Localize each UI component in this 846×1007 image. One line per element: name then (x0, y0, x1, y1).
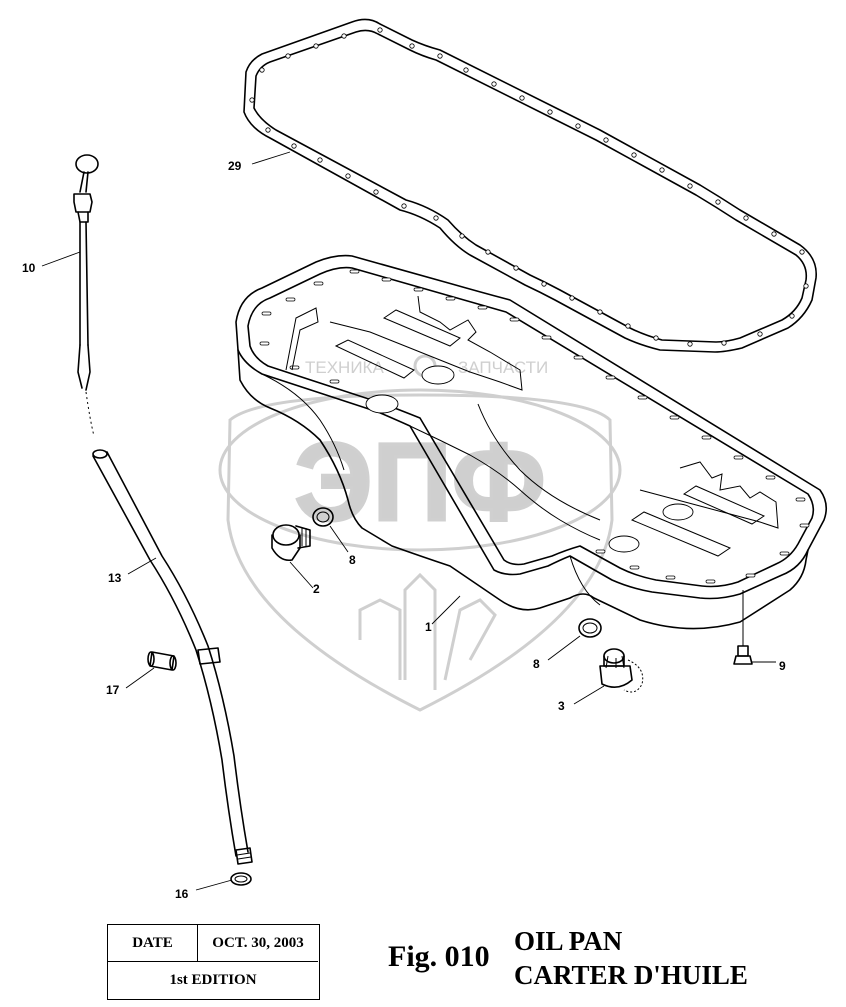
watermark-logo: ЭПФ (294, 421, 545, 544)
callout-8-lower: 8 (533, 657, 540, 671)
callout-29: 29 (228, 159, 242, 173)
watermark-text-left: ТЕХНИКА (305, 358, 384, 377)
callout-2: 2 (313, 582, 320, 596)
part-29-gasket (243, 18, 817, 353)
part-17-sleeve (147, 651, 177, 671)
date-label: DATE (108, 925, 198, 962)
callout-10: 10 (22, 261, 36, 275)
watermark-wheat-left (358, 598, 402, 680)
part-8-o-ring-upper (312, 507, 334, 527)
edition-label: 1st EDITION (169, 972, 257, 988)
watermark-wheat-center (403, 572, 437, 690)
watermark-wheat-right (443, 598, 497, 681)
watermark: ТЕХНИКА ЗАПЧАСТИ ЭПФ (218, 354, 622, 712)
part-2-drain-plug (271, 524, 311, 562)
part-8-o-ring-lower (578, 618, 602, 638)
part-3-drain-plug (599, 648, 644, 693)
part-10-dipstick (73, 154, 99, 437)
date-edition-box: DATE OCT. 30, 2003 1st EDITION (107, 924, 320, 1000)
callout-3: 3 (558, 699, 565, 713)
part-8-o-ring-upper-inner (316, 511, 330, 523)
part-13-dipstick-tube (92, 449, 253, 865)
title-french: CARTER D'HUILE (514, 960, 748, 990)
part-8-o-ring-lower-inner (582, 622, 598, 634)
date-value: OCT. 30, 2003 (198, 925, 318, 962)
callout-16: 16 (175, 887, 189, 901)
title-english: OIL PAN (514, 926, 623, 956)
callout-1: 1 (425, 620, 432, 634)
watermark-ring (218, 388, 622, 552)
callout-17: 17 (106, 683, 120, 697)
callout-13: 13 (108, 571, 122, 585)
part-1-oil-pan (235, 254, 828, 630)
part-16-o-ring-inner (234, 875, 248, 883)
figure-number: Fig. 010 (388, 940, 490, 973)
leader-lines (41, 151, 776, 891)
callout-labels: 29 10 8 2 1 13 8 9 3 17 16 (22, 159, 786, 901)
callout-9: 9 (779, 659, 786, 673)
part-9-bolt (733, 590, 753, 665)
watermark-shield (226, 393, 614, 712)
callout-8-upper: 8 (349, 553, 356, 567)
watermark-text-right: ЗАПЧАСТИ (458, 358, 548, 377)
part-16-o-ring (230, 872, 252, 886)
